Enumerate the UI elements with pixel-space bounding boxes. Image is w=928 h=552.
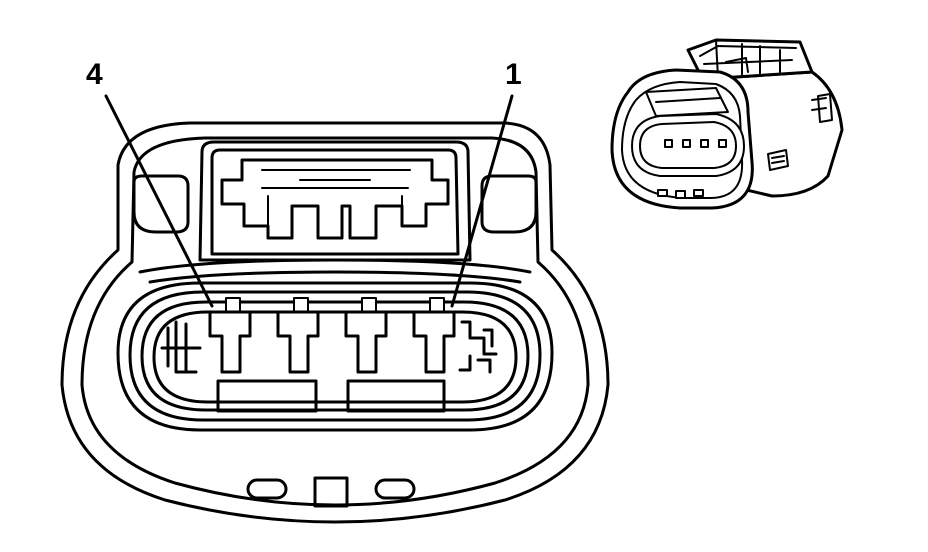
callout-pin-4: 4 xyxy=(86,58,103,91)
cavity-ring-mid xyxy=(128,290,542,422)
lock-slider xyxy=(220,158,450,240)
leader-line-1 xyxy=(450,94,514,308)
cavity-ring-inner xyxy=(140,300,530,412)
terminal-4 xyxy=(208,297,252,374)
bottom-slot-center xyxy=(313,476,349,508)
callout-pin-1: 1 xyxy=(505,58,522,91)
left-latch-tab xyxy=(132,174,190,234)
terminal-2 xyxy=(344,297,388,374)
lower-pad-right xyxy=(346,379,446,413)
lock-window-outer xyxy=(198,140,472,262)
connector-face-view: 4 1 xyxy=(60,58,610,524)
mating-ridge-1 xyxy=(138,258,532,274)
terminal-3 xyxy=(276,297,320,374)
right-guide-key xyxy=(458,320,498,374)
lower-pad-left xyxy=(216,379,318,413)
bottom-slot-right xyxy=(374,478,416,500)
lock-slider-detail xyxy=(261,169,411,227)
housing-outer xyxy=(60,121,610,524)
bottom-slot-left xyxy=(246,478,288,500)
connector-isometric-view xyxy=(610,38,844,210)
leader-line-4 xyxy=(104,94,214,308)
lock-window-inner xyxy=(210,148,460,256)
right-latch-tab xyxy=(480,174,538,234)
terminal-1 xyxy=(412,297,456,374)
left-guide-key xyxy=(160,320,202,374)
cavity-ring-outer xyxy=(116,281,554,432)
mating-ridge-2 xyxy=(148,270,522,284)
cavity-face xyxy=(152,310,518,404)
